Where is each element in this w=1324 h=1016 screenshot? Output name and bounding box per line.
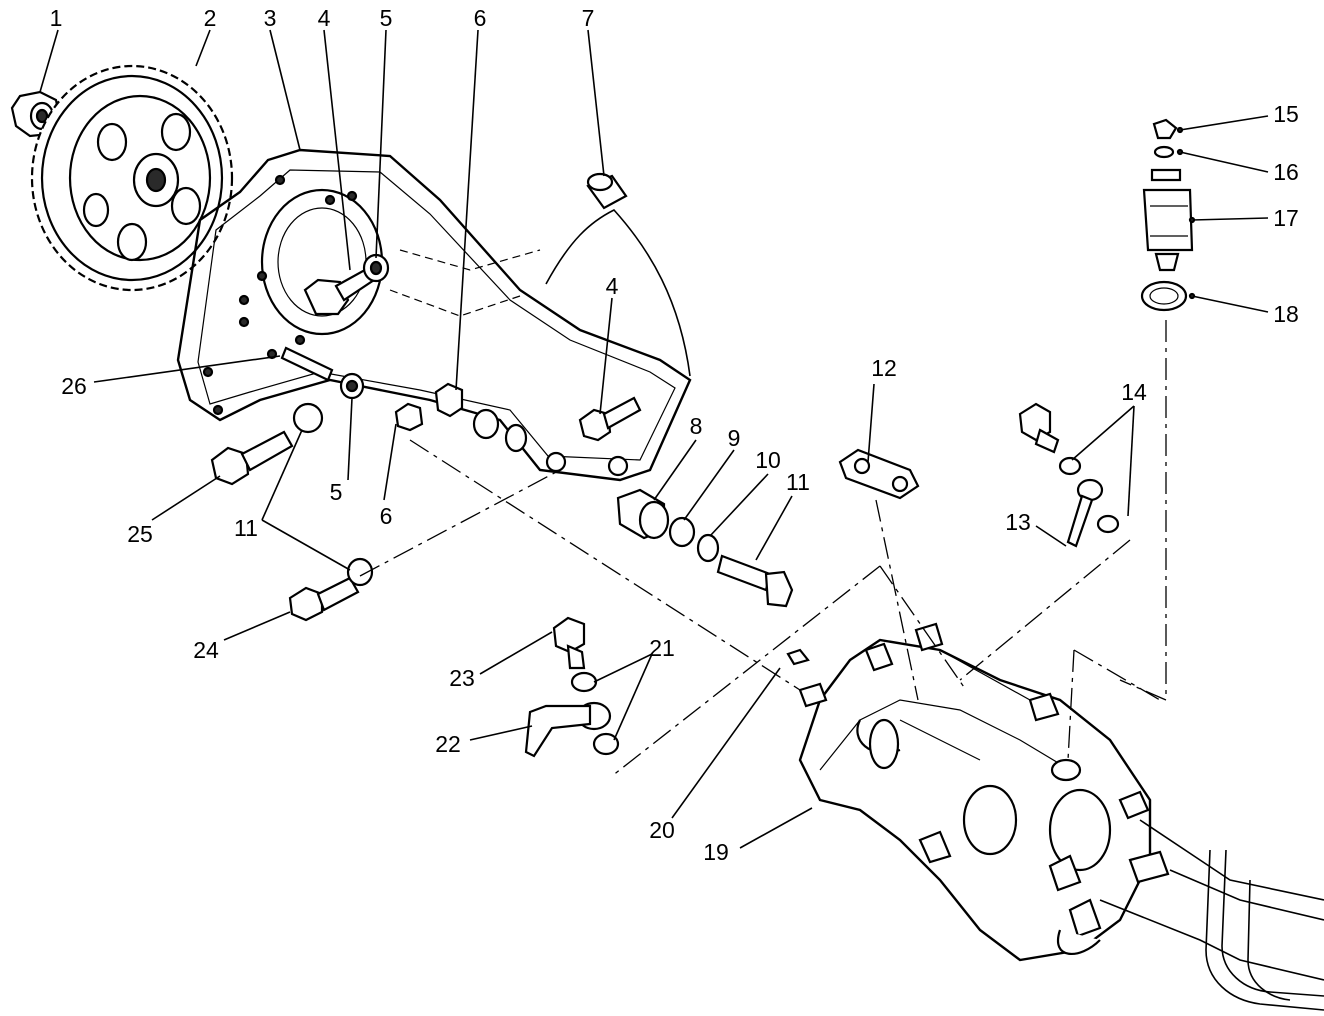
callout-21: 21 (649, 635, 675, 661)
part-bolt-24 (288, 576, 360, 622)
callout-6b: 6 (380, 503, 393, 529)
callout-5b: 5 (330, 479, 343, 505)
part-washer-5a (362, 253, 390, 283)
callout-25: 25 (127, 521, 153, 547)
callout-11b: 11 (234, 515, 258, 541)
callout-7: 7 (582, 5, 595, 31)
part-washer (472, 408, 500, 440)
part-washer-11b (346, 557, 374, 587)
callout-18: 18 (1273, 301, 1299, 327)
callout-14: 14 (1121, 379, 1147, 405)
callout-16: 16 (1273, 159, 1299, 185)
part-nut-6a (434, 382, 464, 418)
assembly-lines (359, 320, 1167, 777)
callout-10: 10 (755, 447, 781, 473)
callout-13: 13 (1005, 509, 1031, 535)
callout-2: 2 (204, 5, 217, 31)
callout-15: 15 (1273, 101, 1299, 127)
part-plate-12 (838, 448, 920, 500)
part-sleeve-7 (586, 172, 628, 210)
callout-24: 24 (193, 637, 219, 663)
part-injection-pump-19 (798, 622, 1170, 962)
callout-26: 26 (61, 373, 87, 399)
part-nut-6b (394, 402, 424, 432)
callout-1: 1 (50, 5, 63, 31)
part-washer-9 (668, 516, 696, 548)
leader-dot (1176, 126, 1184, 134)
leader-dot (1176, 148, 1184, 156)
callout-9: 9 (728, 425, 741, 451)
callout-4: 4 (318, 5, 331, 31)
part-banjo-14 (1018, 402, 1120, 548)
part-gasket-3 (176, 148, 692, 482)
leader-dot (1188, 292, 1196, 300)
callout-22: 22 (435, 731, 461, 757)
callout-8: 8 (690, 413, 703, 439)
callout-6: 6 (474, 5, 487, 31)
part-belt (545, 209, 691, 377)
part-solenoid-stack (1140, 118, 1194, 312)
part-bolt-11a (716, 554, 794, 608)
part-key-20 (786, 648, 810, 666)
callout-12: 12 (871, 355, 897, 381)
callout-4b: 4 (606, 273, 619, 299)
callout-11: 11 (786, 469, 810, 495)
part-pin-13 (1035, 525, 1067, 547)
part-bolt-4b (578, 396, 642, 442)
part-fuel-pipes (1099, 819, 1324, 1011)
part-bolt-25 (210, 430, 294, 486)
part-stud-26 (280, 346, 334, 382)
part-banjo-21-23 (524, 616, 620, 758)
part-washer-10 (696, 533, 720, 563)
callout-20: 20 (649, 817, 675, 843)
callout-17: 17 (1273, 205, 1299, 231)
part-washer (504, 423, 528, 453)
callout-5: 5 (380, 5, 393, 31)
leader-dot (1188, 216, 1196, 224)
part-timing-gear-2 (30, 64, 234, 292)
callout-3: 3 (264, 5, 277, 31)
leader-lines (39, 29, 1269, 849)
callout-23: 23 (449, 665, 475, 691)
callout-19: 19 (703, 839, 729, 865)
part-bushing-8 (616, 488, 670, 540)
part-washer-5b (339, 372, 365, 400)
part-washer-11 (292, 402, 324, 434)
